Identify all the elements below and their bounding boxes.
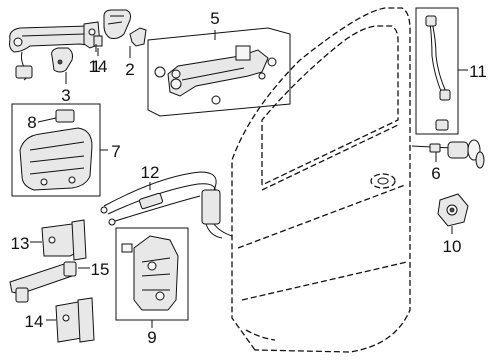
callout-9: 9 bbox=[147, 320, 157, 347]
key-cylinder-cap-part bbox=[51, 47, 73, 73]
part-5-box bbox=[147, 27, 291, 117]
handle-base-part bbox=[129, 27, 147, 47]
striker-part bbox=[437, 193, 469, 227]
part-9-box bbox=[115, 227, 189, 321]
callout-8: 8 bbox=[27, 113, 57, 132]
callout-1-label: 1 bbox=[91, 57, 100, 76]
part-7-box bbox=[11, 103, 101, 197]
hinge-upper-part bbox=[41, 219, 87, 261]
handle-bracket-part bbox=[83, 21, 103, 49]
callout-2-label: 2 bbox=[125, 60, 134, 79]
handle-cover-part bbox=[103, 9, 131, 39]
callout-14-bottom-label: 14 bbox=[25, 312, 44, 331]
door-outline bbox=[231, 7, 411, 353]
callout-5-label: 5 bbox=[210, 9, 219, 28]
callout-2: 2 bbox=[125, 46, 135, 79]
callout-5: 5 bbox=[210, 9, 220, 40]
callout-15-label: 15 bbox=[91, 260, 110, 279]
callout-14-bottom: 14 bbox=[25, 312, 56, 331]
callout-7: 7 bbox=[100, 142, 121, 161]
callout-11-label: 11 bbox=[469, 62, 487, 81]
callout-15: 15 bbox=[78, 260, 109, 279]
callout-14-top: 14 bbox=[89, 48, 108, 76]
outer-handle-part bbox=[9, 25, 99, 81]
check-link-part bbox=[9, 261, 77, 303]
part-11-box bbox=[415, 7, 459, 135]
callout-10-label: 10 bbox=[443, 237, 462, 256]
callout-11: 11 bbox=[458, 62, 487, 81]
callout-9-label: 9 bbox=[147, 328, 156, 347]
callout-10: 10 bbox=[443, 226, 462, 256]
callout-3-label: 3 bbox=[61, 86, 70, 105]
hinge-lower-part bbox=[55, 297, 95, 343]
callout-12-label: 12 bbox=[141, 163, 160, 182]
callout-6: 6 bbox=[431, 152, 441, 183]
callout-1: 1 bbox=[91, 44, 101, 76]
callout-6-label: 6 bbox=[431, 164, 440, 183]
lock-cylinder-part bbox=[411, 139, 485, 169]
callout-13-label: 13 bbox=[11, 234, 30, 253]
callout-8-label: 8 bbox=[27, 113, 36, 132]
callout-7-label: 7 bbox=[111, 142, 120, 161]
callout-3: 3 bbox=[61, 72, 71, 105]
cable-part bbox=[100, 171, 233, 239]
callout-12: 12 bbox=[141, 163, 160, 190]
callout-14-top-label: 14 bbox=[89, 57, 108, 76]
callout-13: 13 bbox=[11, 234, 42, 253]
